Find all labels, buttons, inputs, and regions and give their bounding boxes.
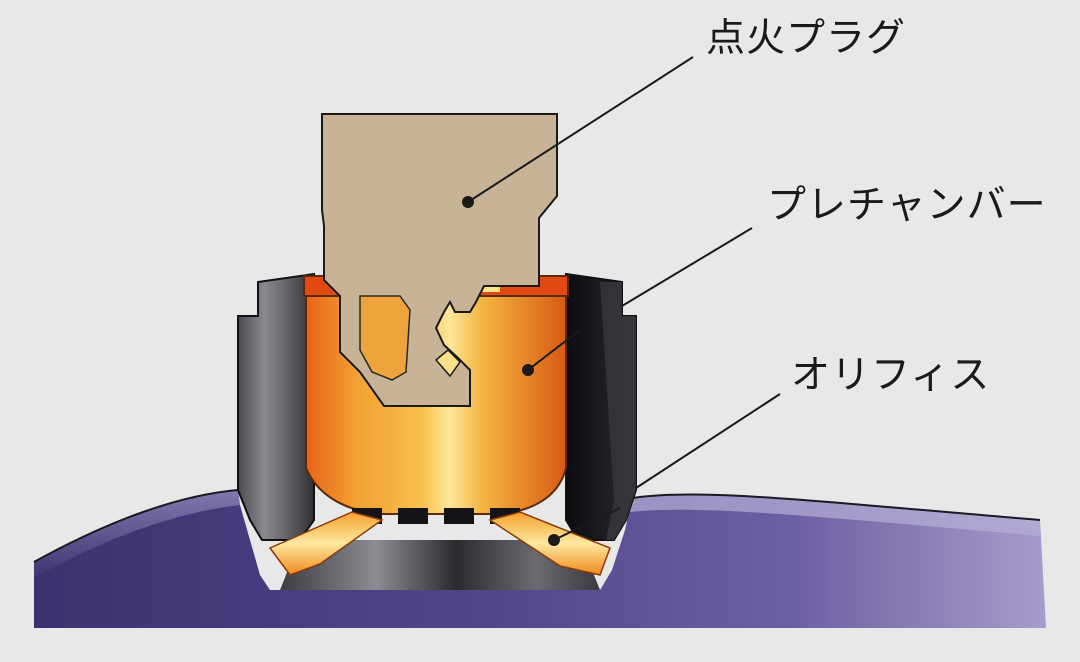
cylinder-head-surface-right <box>630 494 1040 536</box>
leader-line-orifice-b <box>527 329 581 371</box>
label-orifice: オリフィス <box>791 353 991 398</box>
leader-line-orifice-c <box>553 507 621 541</box>
leader-line-spark-plug <box>467 56 694 203</box>
housing-left <box>237 272 315 541</box>
label-spark-plug: 点火プラグ <box>706 16 907 61</box>
orifice-hole <box>398 508 428 524</box>
leader-dots <box>462 196 560 546</box>
cylinder-head <box>34 490 1046 628</box>
leader-dot-orifice <box>548 534 560 546</box>
leader-dot-pre-chamber <box>522 364 534 376</box>
leader-dot-spark-plug <box>462 196 474 208</box>
spark-plug-electrode-gap <box>434 348 461 378</box>
spark-plug-ground-electrode <box>359 295 411 381</box>
leader-lines <box>467 56 781 541</box>
lower-bore <box>280 540 600 590</box>
cylinder-head-outline <box>33 489 1041 563</box>
leader-line-orifice-a <box>635 393 781 489</box>
flame-jet-left <box>268 511 384 576</box>
orifice-hole <box>444 508 474 524</box>
leader-line-pre-chamber <box>621 227 753 307</box>
cylinder-head-surface <box>34 490 240 578</box>
housing-right-highlight <box>600 282 636 540</box>
label-pre-chamber: プレチャンバー <box>767 183 1047 228</box>
